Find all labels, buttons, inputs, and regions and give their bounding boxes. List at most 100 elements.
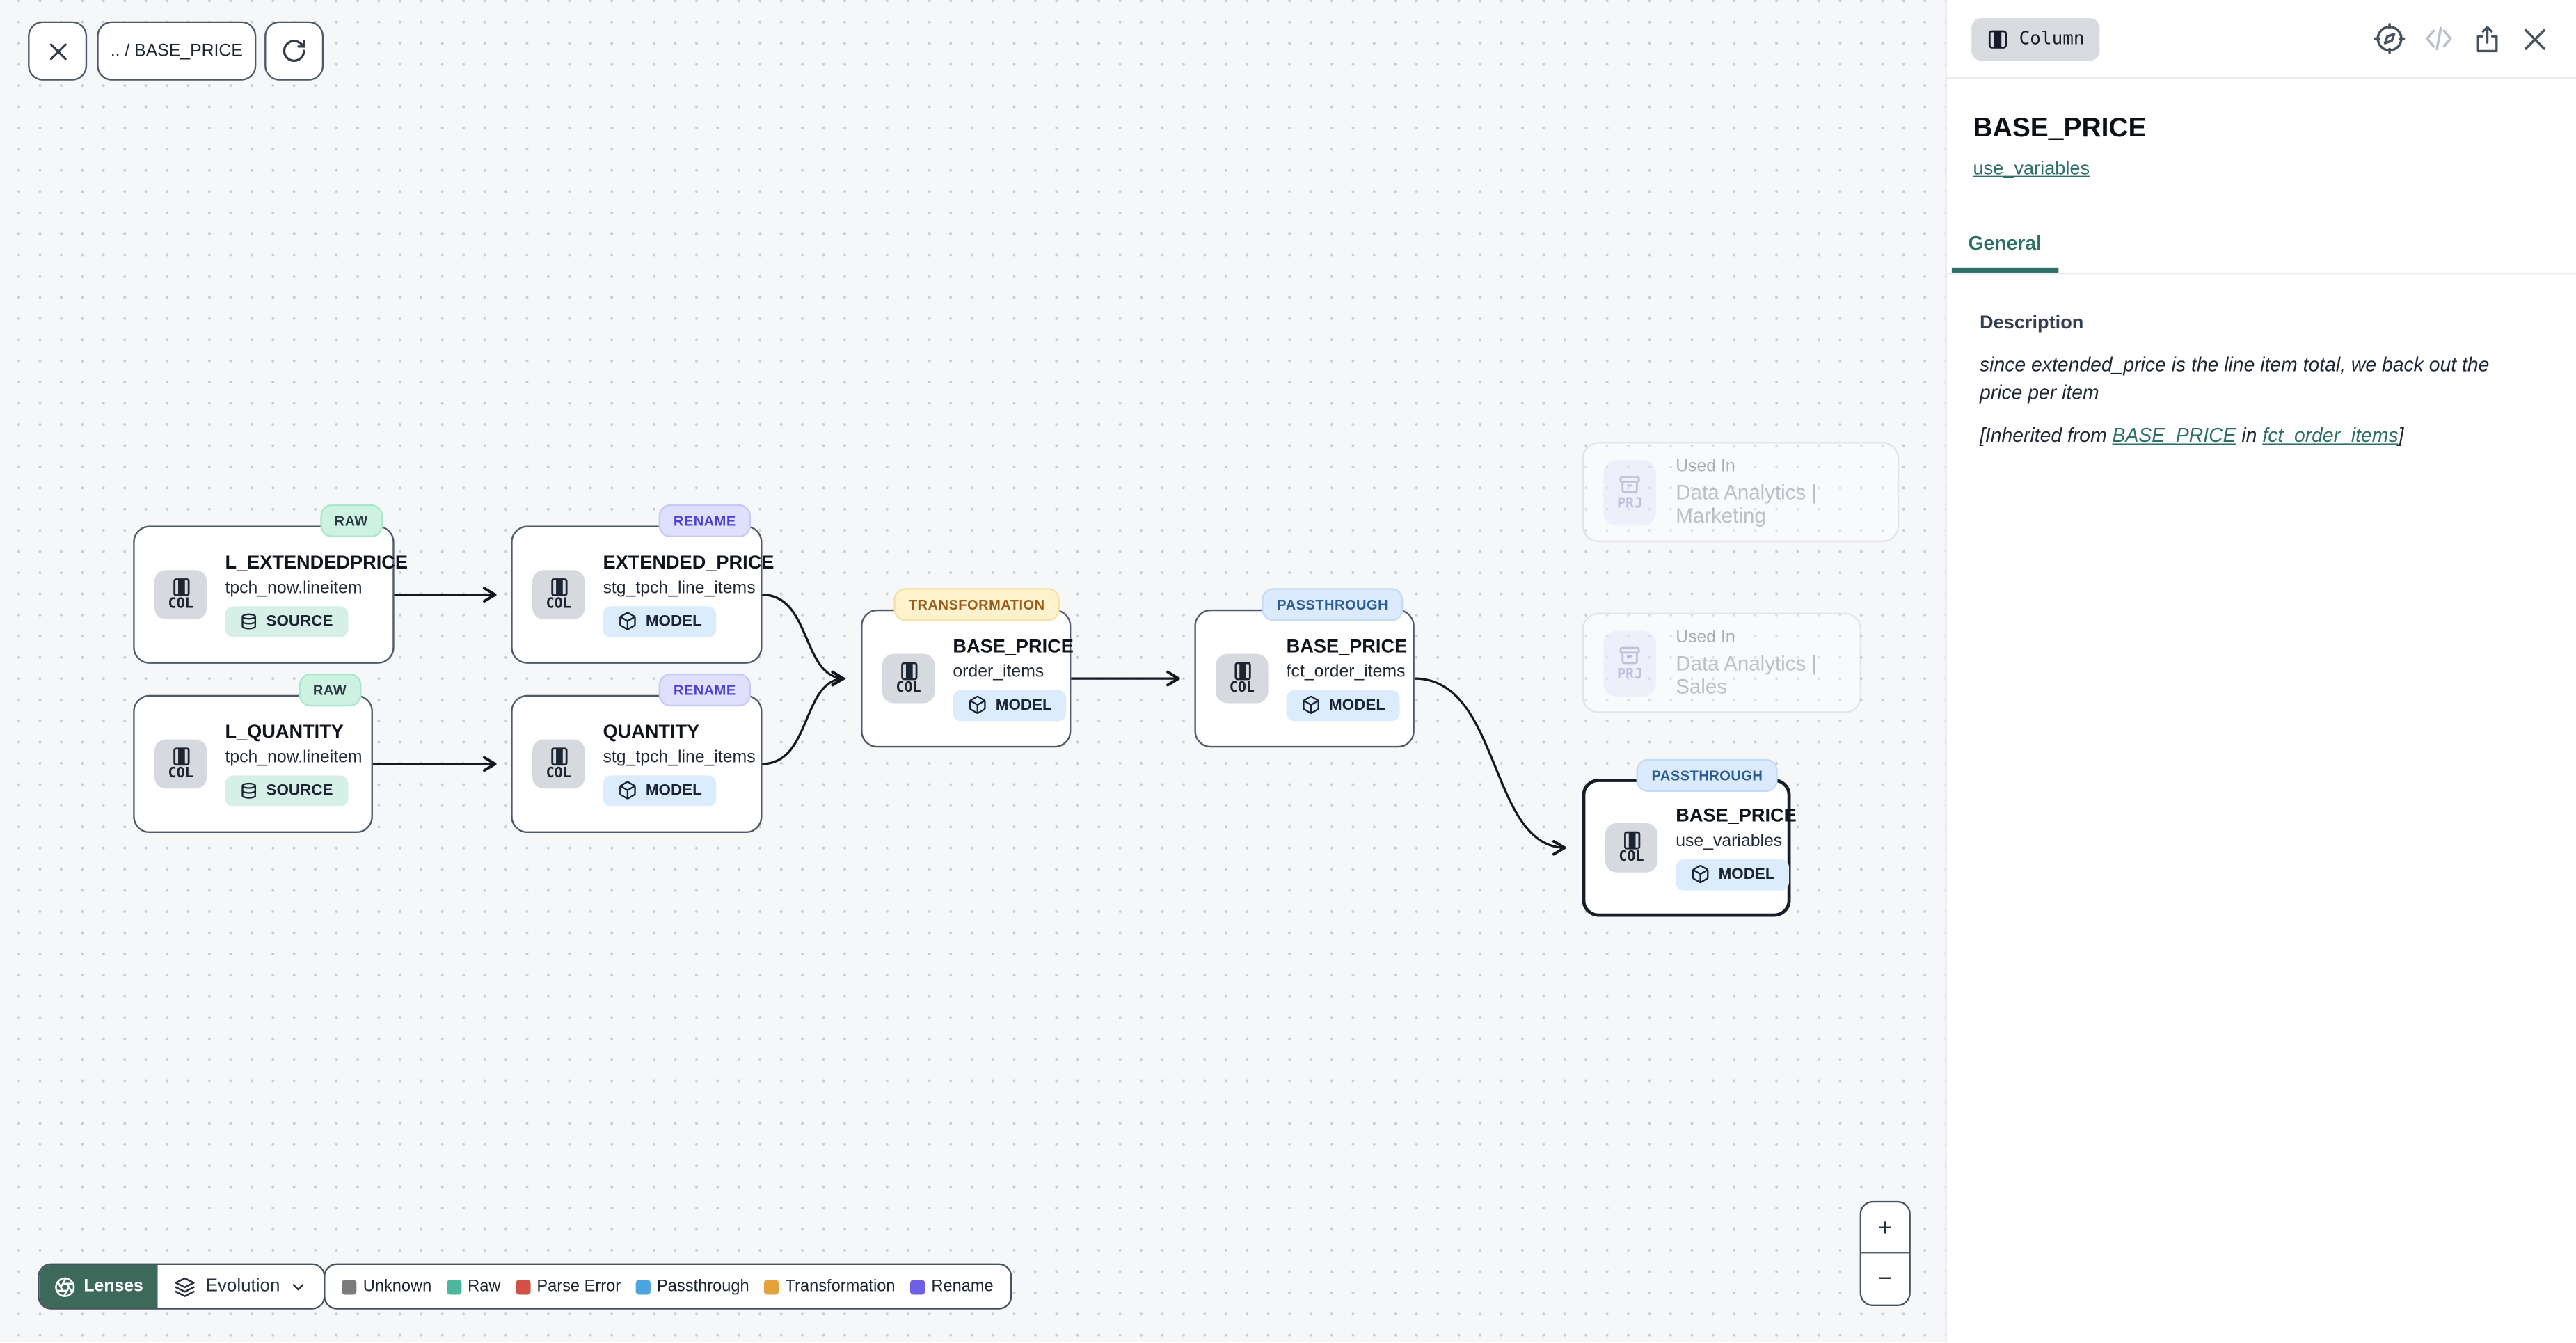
columns-icon <box>173 747 189 766</box>
lineage-legend: Unknown Raw Parse Error Passthrough Transfor… <box>324 1263 1012 1310</box>
resource-badge-label: SOURCE <box>266 612 333 630</box>
column-kind-badge: COL <box>532 739 585 789</box>
project-icon <box>1619 646 1640 664</box>
zoom-out-button[interactable]: − <box>1861 1253 1909 1305</box>
legend-label: Parse Error <box>536 1277 621 1296</box>
compass-icon[interactable] <box>2374 23 2406 54</box>
node-title: L_QUANTITY <box>225 722 344 742</box>
cube-icon <box>1303 695 1319 714</box>
legend-item: Passthrough <box>635 1278 749 1296</box>
kind-label: COL <box>546 765 571 782</box>
panel-header-icons <box>2374 23 2550 54</box>
database-icon <box>241 781 257 798</box>
code-icon[interactable] <box>2423 23 2454 54</box>
legend-swatch <box>909 1279 925 1294</box>
node-resource-badge: MODEL <box>603 774 717 806</box>
project-kind-badge: PRJ <box>1603 459 1656 525</box>
inherited-model-link[interactable]: fct_order_items <box>2262 424 2399 447</box>
inherited-column-link[interactable]: BASE_PRICE <box>2112 424 2236 447</box>
legend-swatch <box>446 1279 461 1294</box>
resource-badge-label: MODEL <box>1329 695 1386 714</box>
node-title: BASE_PRICE <box>1676 806 1797 826</box>
resource-badge-label: SOURCE <box>266 781 333 800</box>
node-subtitle: use_variables <box>1676 830 1783 850</box>
node-subtitle: stg_tpch_line_items <box>603 747 756 767</box>
node-lens-tag: TRANSFORMATION <box>893 588 1060 621</box>
entity-type-label: Column <box>2019 28 2085 49</box>
close-icon <box>49 42 66 60</box>
node-subtitle: tpch_now.lineitem <box>225 577 363 598</box>
tab-general[interactable]: General <box>1951 222 2058 273</box>
legend-item: Transformation <box>763 1278 895 1296</box>
node-resource-badge: SOURCE <box>225 774 348 806</box>
node-lens-tag: PASSTHROUGH <box>1637 758 1778 793</box>
resource-badge-label: MODEL <box>645 781 702 800</box>
node-title: L_EXTENDEDPRICE <box>225 553 408 573</box>
breadcrumb[interactable]: .. / BASE_PRICE <box>97 21 257 81</box>
details-panel: Column BASE_PRICE use_variables General … <box>1945 0 2576 1342</box>
model-link[interactable]: use_variables <box>1973 159 2090 180</box>
description-heading: Description <box>1980 313 2084 334</box>
lens-mode-dropdown[interactable]: Evolution <box>158 1264 325 1308</box>
columns-icon <box>900 662 917 681</box>
legend-label: Raw <box>468 1277 501 1296</box>
node-title: BASE_PRICE <box>953 636 1074 657</box>
legend-swatch <box>342 1279 357 1294</box>
node-resource-badge: SOURCE <box>225 605 348 637</box>
zoom-in-button[interactable]: + <box>1861 1202 1909 1254</box>
cube-icon <box>619 612 636 630</box>
resource-badge-label: MODEL <box>645 612 702 630</box>
node-lens-tag: PASSTHROUGH <box>1262 588 1404 621</box>
legend-label: Rename <box>931 1277 994 1296</box>
lenses-button[interactable]: Lenses <box>39 1264 159 1308</box>
cube-icon <box>969 695 986 714</box>
layers-icon <box>175 1276 196 1296</box>
legend-item: Unknown <box>342 1278 431 1296</box>
refresh-button[interactable] <box>264 21 324 81</box>
resource-badge-label: MODEL <box>1718 865 1775 884</box>
panel-header: Column <box>1946 0 2576 79</box>
node-subtitle: tpch_now.lineitem <box>225 747 363 767</box>
share-icon[interactable] <box>2472 24 2502 53</box>
database-icon <box>241 612 257 629</box>
node-resource-badge: MODEL <box>1286 689 1401 721</box>
legend-swatch <box>515 1279 530 1294</box>
lenses-control: Lenses Evolution <box>38 1263 326 1310</box>
legend-item: Raw <box>446 1278 500 1296</box>
columns-icon <box>550 578 567 596</box>
kind-label: COL <box>546 596 571 613</box>
lineage-edge-quantity-to-base_price_order_items <box>762 670 845 765</box>
kind-label: COL <box>1619 849 1644 866</box>
panel-tabs: General <box>1946 222 2576 275</box>
resource-badge-label: MODEL <box>995 695 1052 714</box>
cube-icon <box>1692 865 1709 884</box>
column-kind-badge: COL <box>1605 823 1658 873</box>
breadcrumb-label: .. / BASE_PRICE <box>110 41 243 61</box>
node-resource-badge: MODEL <box>603 605 717 637</box>
column-kind-badge: COL <box>1216 653 1269 704</box>
node-subtitle: stg_tpch_line_items <box>603 577 756 598</box>
legend-swatch <box>635 1279 651 1294</box>
refresh-icon <box>283 40 305 62</box>
close-panel-icon[interactable] <box>2520 24 2550 53</box>
close-lineage-button[interactable] <box>28 21 88 81</box>
node-lens-tag: RENAME <box>658 504 751 538</box>
description-body: since extended_price is the line item to… <box>1980 353 2490 404</box>
column-kind-badge: COL <box>532 570 585 620</box>
lens-mode-label: Evolution <box>205 1276 280 1296</box>
column-kind-badge: COL <box>154 739 207 789</box>
columns-icon <box>1623 831 1640 850</box>
node-resource-badge: MODEL <box>1676 858 1790 890</box>
zoom-controls: + − <box>1859 1200 1911 1306</box>
